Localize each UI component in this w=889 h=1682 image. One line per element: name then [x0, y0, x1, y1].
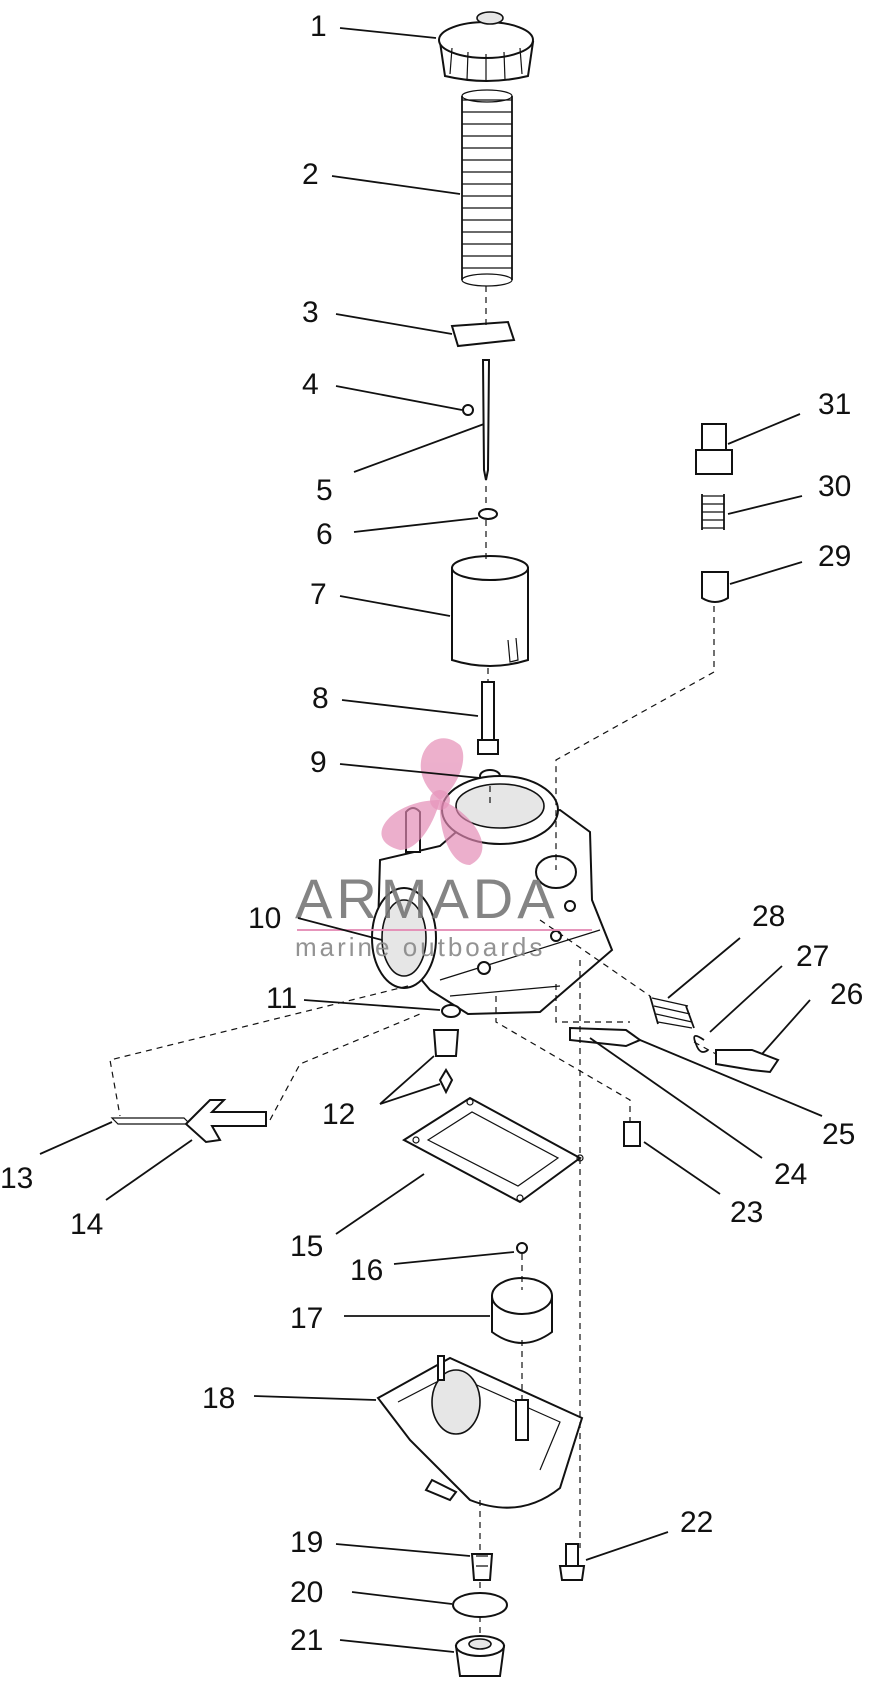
- part-plug: [623, 1121, 641, 1147]
- part-plate: [450, 320, 516, 348]
- part-washer: [478, 508, 498, 520]
- callout-12: 12: [322, 1098, 355, 1131]
- leader-lines: [39, 27, 823, 1653]
- callout-22: 22: [680, 1506, 713, 1539]
- part-fuel-guide: [110, 1099, 267, 1144]
- part-spring: [461, 89, 513, 287]
- part-pilot-screw: [569, 1026, 643, 1048]
- callout-29: 29: [818, 540, 851, 573]
- callout-9: 9: [310, 746, 327, 779]
- callout-27: 27: [796, 940, 829, 973]
- callout-13: 13: [0, 1162, 33, 1195]
- part-needle-jet: [477, 681, 499, 755]
- callout-21: 21: [290, 1624, 323, 1657]
- callout-28: 28: [752, 900, 785, 933]
- callout-8: 8: [312, 682, 329, 715]
- part-carburetor-body: [371, 775, 614, 1016]
- part-air-spring: [649, 995, 695, 1029]
- part-float-valve: [432, 1029, 460, 1095]
- part-c-clip: [693, 1034, 709, 1053]
- watermark: ARMADA marine outboards: [295, 738, 592, 962]
- part-pin: [516, 1242, 528, 1254]
- callout-11: 11: [266, 982, 297, 1015]
- callout-31: 31: [818, 388, 851, 421]
- part-float-bowl: [376, 1355, 584, 1509]
- callout-25: 25: [822, 1118, 855, 1151]
- callout-5: 5: [316, 474, 333, 507]
- part-drain-plug: [454, 1635, 506, 1677]
- callout-15: 15: [290, 1230, 323, 1263]
- callout-18: 18: [202, 1382, 235, 1415]
- part-washer-small: [441, 1004, 461, 1018]
- callout-26: 26: [830, 978, 863, 1011]
- part-starter-nut: [695, 423, 733, 475]
- watermark-tagline: marine outboards: [295, 932, 545, 962]
- parts-group: [109, 11, 780, 1677]
- part-clip: [462, 404, 474, 416]
- callout-19: 19: [290, 1526, 323, 1559]
- callout-16: 16: [350, 1254, 383, 1287]
- callout-labels: 1 2 3 4 5 6 7 8 9 10 11 12 13 14 15 16 1…: [0, 10, 863, 1657]
- callout-10: 10: [248, 902, 281, 935]
- part-float: [491, 1277, 553, 1344]
- part-main-jet: [470, 1553, 494, 1581]
- callout-14: 14: [70, 1208, 103, 1241]
- callout-20: 20: [290, 1576, 323, 1609]
- callout-6: 6: [316, 518, 333, 551]
- callout-7: 7: [310, 578, 327, 611]
- callout-23: 23: [730, 1196, 763, 1229]
- part-starter-spring: [701, 494, 725, 530]
- watermark-brand: ARMADA: [295, 867, 559, 930]
- callout-1: 1: [310, 10, 327, 43]
- callout-24: 24: [774, 1158, 807, 1191]
- part-drain-oring: [452, 1592, 508, 1618]
- part-throttle-valve: [451, 555, 529, 667]
- callout-17: 17: [290, 1302, 323, 1335]
- callout-3: 3: [302, 296, 319, 329]
- propeller-logo-icon: [381, 738, 483, 865]
- part-needle: [481, 359, 491, 481]
- part-cap: [438, 11, 535, 82]
- callout-2: 2: [302, 158, 319, 191]
- part-plunger: [701, 571, 729, 603]
- part-air-screw: [715, 1049, 780, 1074]
- part-gasket: [402, 1096, 584, 1204]
- callout-30: 30: [818, 470, 851, 503]
- callout-4: 4: [302, 368, 319, 401]
- part-bowl-screw: [558, 1543, 586, 1581]
